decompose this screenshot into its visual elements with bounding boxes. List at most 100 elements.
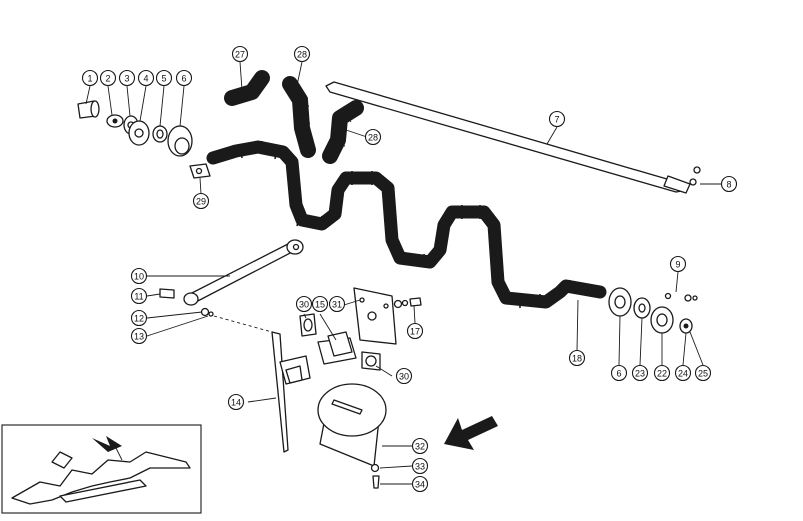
callout-label: 28 [368,133,378,143]
right-fittings [608,287,698,334]
callout-34: 34 [411,475,429,493]
callout-circle [192,192,210,210]
callout-3: 3 [118,69,136,87]
callout-label: 3 [124,74,129,84]
callout-label: 2 [105,74,110,84]
drum-sleeve [317,383,387,489]
callout-label: 22 [657,369,667,379]
callout-circle [674,364,692,382]
callout-28: 28 [364,128,382,146]
callout-15: 15 [311,295,329,313]
callout-circle [99,69,117,87]
callout-circle [548,110,566,128]
callout-label: 24 [678,369,688,379]
callout-circle [311,295,329,313]
callout-30: 30 [295,295,313,313]
callout-label: 13 [134,332,144,342]
callout-label: 9 [675,260,680,270]
callout-label: 29 [196,197,206,207]
callout-27: 27 [231,45,249,63]
callout-label: 32 [415,442,425,452]
callout-label: 6 [616,369,621,379]
callout-label: 25 [698,369,708,379]
callout-circle [328,295,346,313]
callout-label: 12 [134,314,144,324]
callout-label: 27 [235,50,245,60]
callout-label: 6 [181,74,186,84]
callout-23: 23 [631,364,649,382]
callout-2: 2 [99,69,117,87]
callout-label: 5 [161,74,166,84]
callout-circle [293,45,311,63]
leader-lines [85,61,721,485]
callout-label: 17 [410,327,420,337]
callout-label: 28 [297,50,307,60]
callout-label: 7 [554,115,559,125]
callout-1: 1 [81,69,99,87]
callout-6: 6 [610,364,628,382]
callout-28: 28 [293,45,311,63]
callout-label: 33 [415,462,425,472]
callout-circle [653,364,671,382]
callout-circle [295,295,313,313]
bracket-plate [271,331,311,453]
callout-label: 11 [134,292,143,302]
callout-8: 8 [720,175,738,193]
inset-detail [1,424,202,514]
callout-7: 7 [548,110,566,128]
callout-circle [175,69,193,87]
callout-9: 9 [669,255,687,273]
callout-32: 32 [411,437,429,455]
callout-label: 30 [299,300,309,310]
callout-30: 30 [395,367,413,385]
callout-11: 11 [130,287,148,305]
callout-circle [411,457,429,475]
callout-circle [610,364,628,382]
callout-circle [130,267,148,285]
callout-label: 31 [332,300,342,310]
callout-circle [231,45,249,63]
callout-label: 34 [415,480,425,490]
callout-25: 25 [694,364,712,382]
callout-label: 8 [726,180,731,190]
callout-14: 14 [227,393,245,411]
center-bracket [299,287,422,371]
stay-rod [325,81,701,194]
callout-circle [130,309,148,327]
callout-circle [130,327,148,345]
callout-label: 30 [399,372,409,382]
callout-circle [227,393,245,411]
callout-18: 18 [568,349,586,367]
callout-circle [669,255,687,273]
callout-label: 15 [315,300,325,310]
callout-13: 13 [130,327,148,345]
pipe-assembly [206,140,607,309]
callout-circle [568,349,586,367]
callout-29: 29 [192,192,210,210]
callout-circle [411,437,429,455]
callout-5: 5 [155,69,173,87]
callout-circle [81,69,99,87]
callout-circle [406,322,424,340]
callout-circle [720,175,738,193]
callout-6: 6 [175,69,193,87]
callout-circle [364,128,382,146]
callout-circle [395,367,413,385]
callout-circle [137,69,155,87]
callout-circle [631,364,649,382]
callout-31: 31 [328,295,346,313]
callout-label: 1 [87,74,92,84]
callout-22: 22 [653,364,671,382]
linkage-rod [159,239,304,333]
direction-arrow-icon [444,416,498,450]
callout-label: 4 [143,74,148,84]
callout-circle [155,69,173,87]
callout-17: 17 [406,322,424,340]
corrugated-hoses [224,70,364,164]
callout-circle [130,287,148,305]
callout-label: 14 [231,398,241,408]
callout-33: 33 [411,457,429,475]
